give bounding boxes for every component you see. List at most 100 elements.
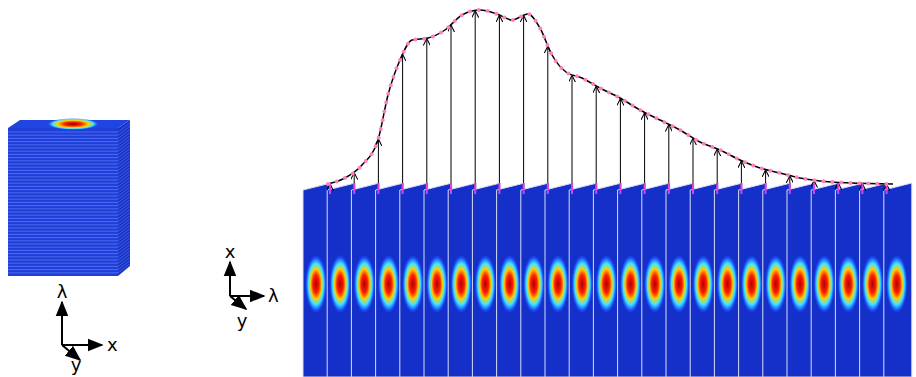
sample-dot <box>679 128 683 132</box>
data-cube <box>8 118 130 276</box>
slice-panel <box>884 183 912 377</box>
slice-marker <box>571 183 573 194</box>
sample-dot <box>646 112 650 116</box>
slice-marker <box>498 183 500 194</box>
slice <box>884 183 912 377</box>
slice-line <box>8 260 118 261</box>
sample-dot <box>477 8 481 12</box>
intensity-arrow <box>717 150 718 188</box>
axes-left <box>62 302 102 360</box>
slice-line <box>8 135 118 136</box>
sample-dots <box>326 8 888 186</box>
axis-label: x <box>225 243 236 261</box>
sample-dot <box>406 42 410 46</box>
sample-dot <box>422 37 426 41</box>
slice-line <box>8 202 118 203</box>
intensity-spot <box>402 254 424 314</box>
intensity-arrow <box>668 125 669 188</box>
slice-line <box>8 240 118 241</box>
slice-line <box>8 218 118 219</box>
slice-line <box>8 144 118 145</box>
axis-arrow <box>230 296 246 309</box>
slice-line <box>118 264 130 273</box>
sample-dot <box>343 176 347 180</box>
intensity-spot <box>716 254 738 314</box>
sample-dot <box>735 156 739 160</box>
slice-line <box>8 138 118 139</box>
sample-dot <box>638 108 642 112</box>
intensity-spot <box>789 254 811 314</box>
cube-side <box>118 120 130 276</box>
slice-line <box>8 157 118 158</box>
sample-dot <box>358 166 362 170</box>
sample-dot <box>502 16 506 20</box>
slice-marker <box>861 183 863 194</box>
sample-dot <box>379 127 383 131</box>
intensity-spot <box>620 254 642 314</box>
slice-marker <box>474 183 476 194</box>
slice-marker <box>523 183 525 194</box>
slice-marker <box>813 183 815 194</box>
sample-dot <box>591 82 595 86</box>
slice-line <box>8 253 118 254</box>
sample-dot <box>335 180 339 184</box>
sample-dot <box>494 12 498 16</box>
sample-dot <box>413 37 417 41</box>
intensity-arrow <box>547 47 548 188</box>
sample-dot <box>559 66 563 70</box>
intensity-spot <box>523 254 545 314</box>
intensity-spot <box>886 254 908 314</box>
slice-line <box>8 154 118 155</box>
intensity-spot <box>474 254 496 314</box>
sample-dot <box>364 159 368 163</box>
sample-dot <box>453 19 457 23</box>
sample-dot <box>554 59 558 63</box>
sample-dot <box>751 164 755 168</box>
slice-marker <box>377 183 379 194</box>
slice-line <box>8 272 118 273</box>
slice-line <box>8 208 118 209</box>
cube-front <box>8 128 118 276</box>
sample-dot <box>654 116 658 120</box>
intensity-spot <box>837 254 859 314</box>
sample-dot <box>511 18 515 22</box>
axis-label: λ <box>57 283 68 301</box>
sample-dot <box>395 66 399 70</box>
slice-line <box>8 250 118 251</box>
intensity-spot <box>862 254 884 314</box>
sample-dot <box>534 19 538 23</box>
slice-line <box>8 164 118 165</box>
intensity-spot <box>426 254 448 314</box>
sample-dot <box>812 178 816 182</box>
slice-marker <box>402 183 404 194</box>
slice-marker <box>692 183 694 194</box>
intensity-arrow <box>644 113 645 188</box>
sample-dot <box>542 35 546 39</box>
sample-dot <box>389 83 393 87</box>
slice-marker <box>765 183 767 194</box>
axis-label: x <box>107 336 118 354</box>
sample-dot <box>607 90 611 94</box>
intensity-arrow <box>475 11 476 188</box>
slice-line <box>8 160 118 161</box>
intensity-spot <box>668 254 690 314</box>
intensity-spot <box>329 254 351 314</box>
sample-dot <box>743 160 747 164</box>
sample-dot <box>398 58 402 62</box>
sample-dot <box>486 9 490 13</box>
intensity-arrow <box>426 39 427 188</box>
slice-marker <box>740 183 742 194</box>
sample-dot <box>439 30 443 34</box>
slice-marker <box>426 183 428 194</box>
sample-dot <box>662 120 666 124</box>
slice-line <box>8 221 118 222</box>
slice-marker <box>668 183 670 194</box>
sample-dot <box>710 145 714 149</box>
intensity-spot <box>595 254 617 314</box>
sample-dot <box>377 136 381 140</box>
sample-dot <box>575 74 579 78</box>
sample-dot <box>623 99 627 103</box>
sample-dot <box>528 12 532 16</box>
slice-line <box>8 231 118 232</box>
slice-line <box>8 183 118 184</box>
